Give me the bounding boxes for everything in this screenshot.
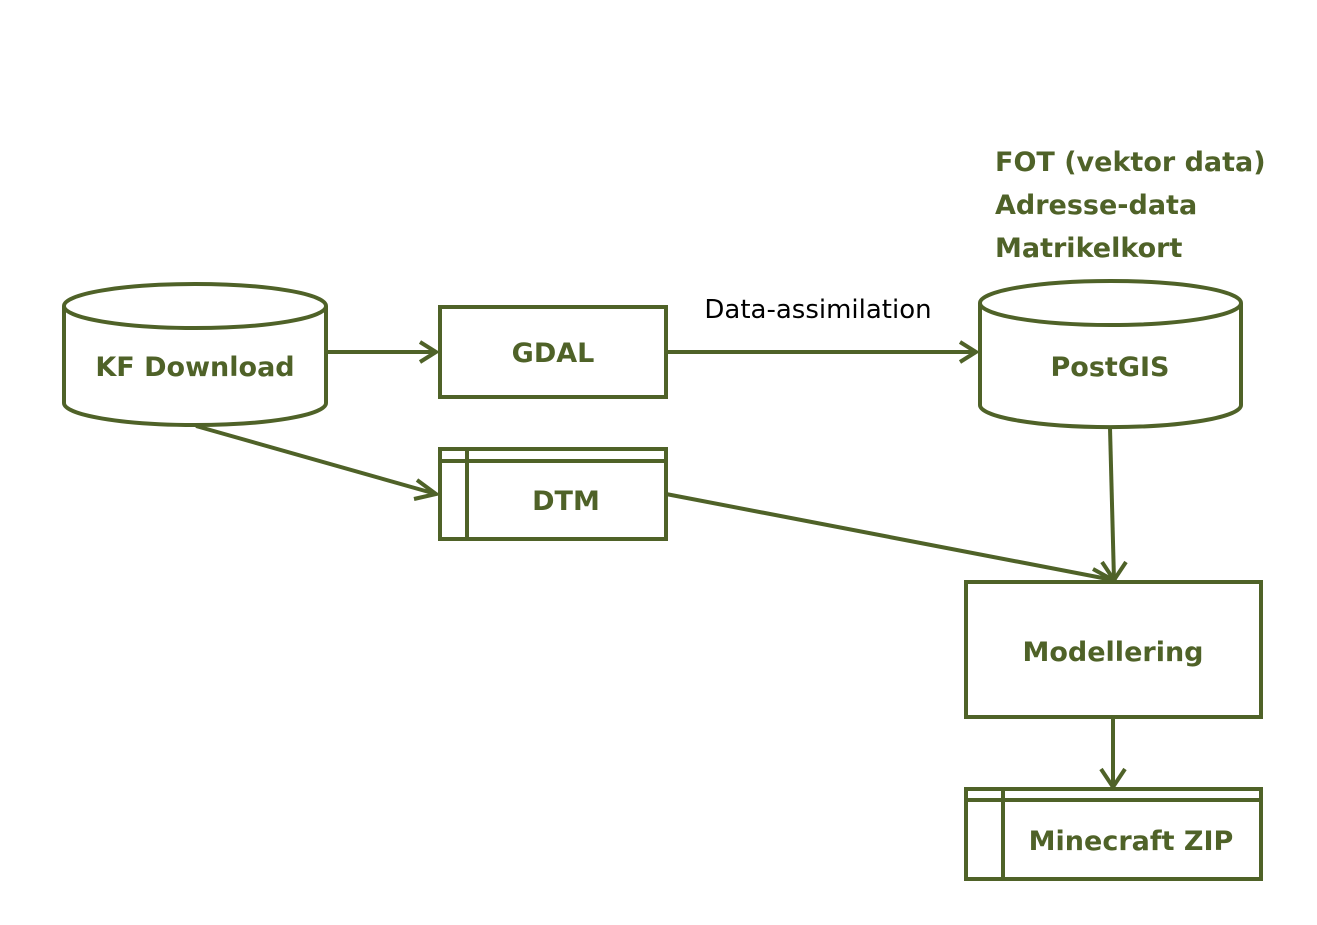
source-matrikelkort: Matrikelkort <box>995 233 1182 264</box>
node-label: GDAL <box>512 338 595 369</box>
node-label: KF Download <box>95 352 294 383</box>
node-label: DTM <box>532 486 600 517</box>
node-kf-download[interactable]: KF Download <box>62 282 328 427</box>
edge-modellering-to-minecraft <box>1099 718 1127 791</box>
node-modellering[interactable]: Modellering <box>964 580 1263 719</box>
edge-postgis-to-modellering <box>1100 427 1128 584</box>
edge-gdal-to-postgis: Data-assimilation <box>666 295 980 364</box>
node-label: PostGIS <box>1051 352 1170 383</box>
node-label: Minecraft ZIP <box>1029 826 1234 857</box>
node-gdal[interactable]: GDAL <box>438 305 668 399</box>
edge-dtm-to-modellering <box>665 492 1119 589</box>
edge-kf-to-dtm <box>195 424 441 501</box>
edge-label-data-assimilation: Data-assimilation <box>704 295 931 325</box>
postgis-sources-annotation: FOT (vektor data) Adresse-data Matrikelk… <box>995 147 1266 264</box>
node-label: Modellering <box>1023 637 1204 668</box>
edge-kf-to-gdal <box>326 340 440 364</box>
node-postgis[interactable]: PostGIS <box>978 279 1243 430</box>
source-adresse: Adresse-data <box>995 190 1197 221</box>
source-fot: FOT (vektor data) <box>995 147 1266 178</box>
node-minecraft-zip[interactable]: Minecraft ZIP <box>964 787 1263 881</box>
node-dtm[interactable]: DTM <box>438 447 668 541</box>
